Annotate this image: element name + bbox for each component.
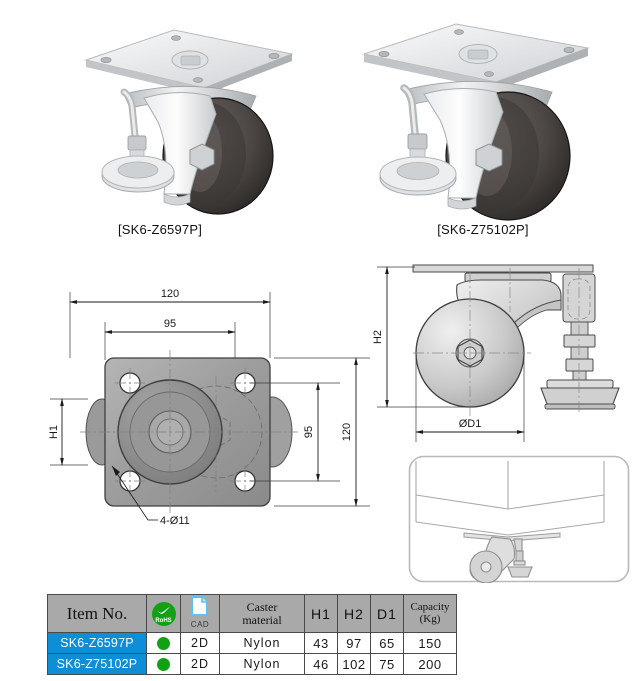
cell-capacity: 200: [403, 653, 457, 675]
top-view-drawing: 120 95: [40, 280, 390, 555]
cell-item-no: SK6-Z75102P: [47, 653, 147, 675]
cell-cad[interactable]: 2D: [180, 653, 220, 675]
cad-label: CAD: [190, 619, 210, 629]
cell-h2: 102: [337, 653, 371, 675]
rohs-dot-icon: [157, 657, 170, 671]
leveling-caster-photo-sk6-z6597p: [78, 18, 298, 223]
specification-table: Item No. RoHS: [47, 594, 457, 675]
cell-d1: 75: [370, 653, 404, 675]
table-row[interactable]: SK6-Z75102P 2D Nylon 46 102 75 200: [47, 653, 457, 675]
col-header-h2: H2: [337, 594, 371, 633]
col-header-cad: CAD: [180, 594, 220, 633]
side-view-drawing: H2 ØD1: [365, 252, 630, 462]
capacity-line2: (Kg): [419, 612, 441, 625]
cell-h1: 43: [304, 632, 338, 654]
capacity-line1: Capacity: [410, 600, 450, 613]
cad-document-icon: [191, 595, 209, 616]
table-row[interactable]: SK6-Z6597P 2D Nylon 43 97 65 150: [47, 632, 457, 654]
col-header-rohs: RoHS: [146, 594, 181, 633]
cell-rohs: [146, 653, 181, 675]
col-header-d1: D1: [370, 594, 404, 633]
rohs-dot-icon: [157, 636, 170, 650]
dim-hole-callout: 4-Ø11: [160, 515, 190, 527]
cell-h2: 97: [337, 632, 371, 654]
dim-bolt-pattern-width: 95: [164, 318, 176, 330]
rohs-check-icon: [157, 606, 170, 614]
cell-d1: 65: [370, 632, 404, 654]
photo-caption-2: [SK6-Z75102P]: [437, 222, 529, 237]
dim-h1-label: H1: [48, 425, 60, 439]
rohs-label: RoHS: [155, 617, 172, 624]
photo-caption-1: [SK6-Z6597P]: [117, 222, 203, 237]
cell-rohs: [146, 632, 181, 654]
col-header-capacity: Capacity (Kg): [403, 594, 457, 633]
rohs-icon: RoHS: [151, 601, 176, 626]
col-header-caster-material: Caster material: [219, 594, 305, 633]
dim-plate-width: 120: [161, 288, 179, 300]
col-header-h1: H1: [304, 594, 338, 633]
cell-material: Nylon: [219, 632, 305, 654]
installation-illustration: [408, 455, 630, 588]
caster-material-line2: material: [242, 612, 282, 627]
col-header-item-no: Item No.: [47, 594, 147, 633]
cell-item-no: SK6-Z6597P: [47, 632, 147, 654]
cell-material: Nylon: [219, 653, 305, 675]
cell-cad[interactable]: 2D: [180, 632, 220, 654]
caster-material-line1: Caster: [246, 599, 278, 614]
table-header-row: Item No. RoHS: [47, 594, 457, 633]
cell-capacity: 150: [403, 632, 457, 654]
cell-h1: 46: [304, 653, 338, 675]
leveling-caster-photo-sk6-z75102p: [356, 14, 596, 229]
dim-plate-height: 120: [341, 423, 353, 441]
dim-d1-label: ØD1: [459, 418, 482, 430]
product-photos: [SK6-Z6597P]: [0, 0, 643, 248]
dim-bolt-pattern-height: 95: [303, 426, 315, 438]
cad-icon: CAD: [190, 595, 210, 629]
dim-h2-label: H2: [372, 330, 384, 344]
